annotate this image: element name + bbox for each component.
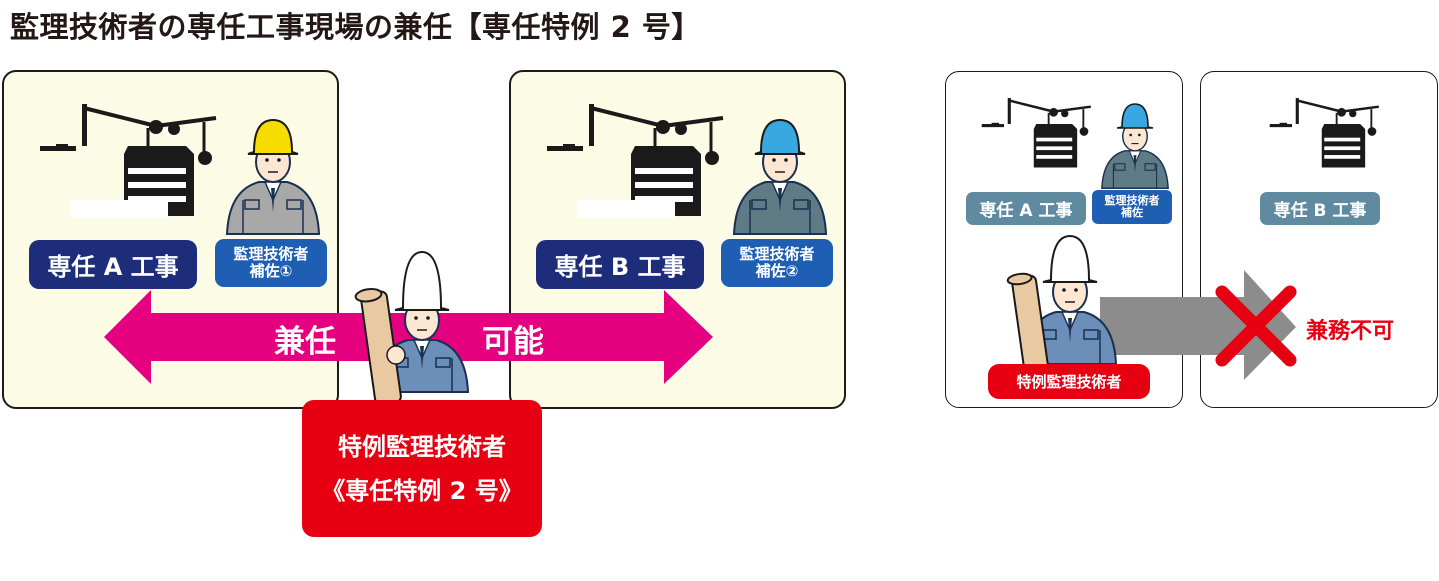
assistant-1-label-line2: 補佐① (249, 262, 293, 280)
arrow-right-text: 可能 (482, 324, 544, 360)
right-site-a-label: 専任 A 工事 (966, 192, 1086, 225)
site-b-label: 専任 B 工事 (536, 240, 704, 289)
assistant-2-label-line2: 補佐② (755, 262, 799, 280)
denied-cross-icon (1215, 285, 1297, 367)
special-engineer-label-line1: 特例監理技術者 (338, 432, 506, 461)
right-assistant-label-line2: 補佐 (1121, 206, 1143, 219)
assistant-1-label: 監理技術者 補佐① (215, 239, 327, 287)
right-crane-icon-a (980, 96, 1093, 169)
assistant-1-label-line1: 監理技術者 (233, 245, 309, 263)
page-title: 監理技術者の専任工事現場の兼任【専任特例 2 号】 (10, 10, 701, 44)
special-engineer-label-line2: 《専任特例 2 号》 (321, 476, 523, 505)
denied-text: 兼務不可 (1306, 319, 1395, 344)
right-site-b-label: 専任 B 工事 (1260, 192, 1380, 225)
special-engineer-label: 特例監理技術者 《専任特例 2 号》 (302, 400, 542, 537)
right-crane-icon-b (1268, 96, 1381, 169)
right-special-engineer-icon (1006, 234, 1117, 374)
right-special-engineer-label: 特例監理技術者 (988, 364, 1150, 399)
arrow-left-text: 兼任 (274, 324, 336, 360)
right-assistant-label-line1: 監理技術者 (1104, 194, 1160, 207)
assistant-2-label-line1: 監理技術者 (739, 245, 815, 263)
assistant-1-icon (226, 118, 320, 235)
assistant-2-label: 監理技術者 補佐② (721, 239, 833, 287)
right-assistant-label: 監理技術者 補佐 (1092, 190, 1172, 224)
assistant-2-icon (733, 118, 827, 235)
concurrent-possible-arrow (104, 290, 713, 384)
crane-icon-a (38, 102, 218, 218)
denied-arrow (1100, 270, 1296, 380)
site-a-label: 専任 A 工事 (29, 240, 197, 289)
special-engineer-icon (354, 250, 469, 406)
crane-icon-b (545, 102, 725, 218)
right-assistant-icon (1101, 103, 1169, 189)
